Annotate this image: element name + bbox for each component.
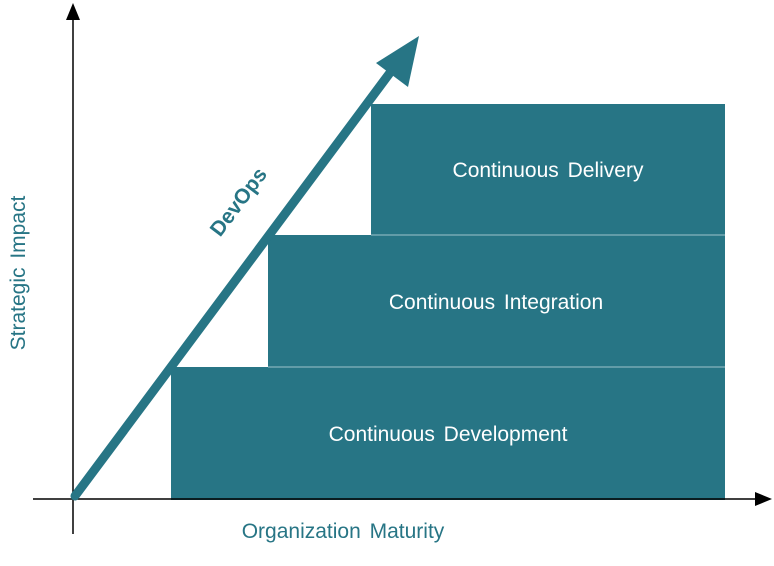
x-axis-arrowhead [755, 492, 772, 506]
y-axis-label: Strategic Impact [7, 195, 30, 350]
block-label-continuous-delivery: Continuous Delivery [453, 159, 644, 182]
devops-arrow-head [376, 36, 419, 87]
block-label-continuous-integration: Continuous Integration [389, 291, 603, 314]
devops-label: DevOps [206, 163, 272, 240]
y-axis-arrowhead [66, 3, 80, 20]
block-label-continuous-development: Continuous Development [329, 423, 568, 446]
block-continuous-delivery [371, 104, 725, 235]
block-continuous-integration [268, 235, 725, 367]
axes: Organization Maturity Strategic Impact [7, 3, 772, 543]
block-continuous-development [171, 367, 725, 500]
maturity-blocks: Continuous Development Continuous Integr… [171, 104, 725, 500]
devops-arrow-shaft [70, 61, 400, 501]
x-axis-label: Organization Maturity [242, 520, 445, 543]
